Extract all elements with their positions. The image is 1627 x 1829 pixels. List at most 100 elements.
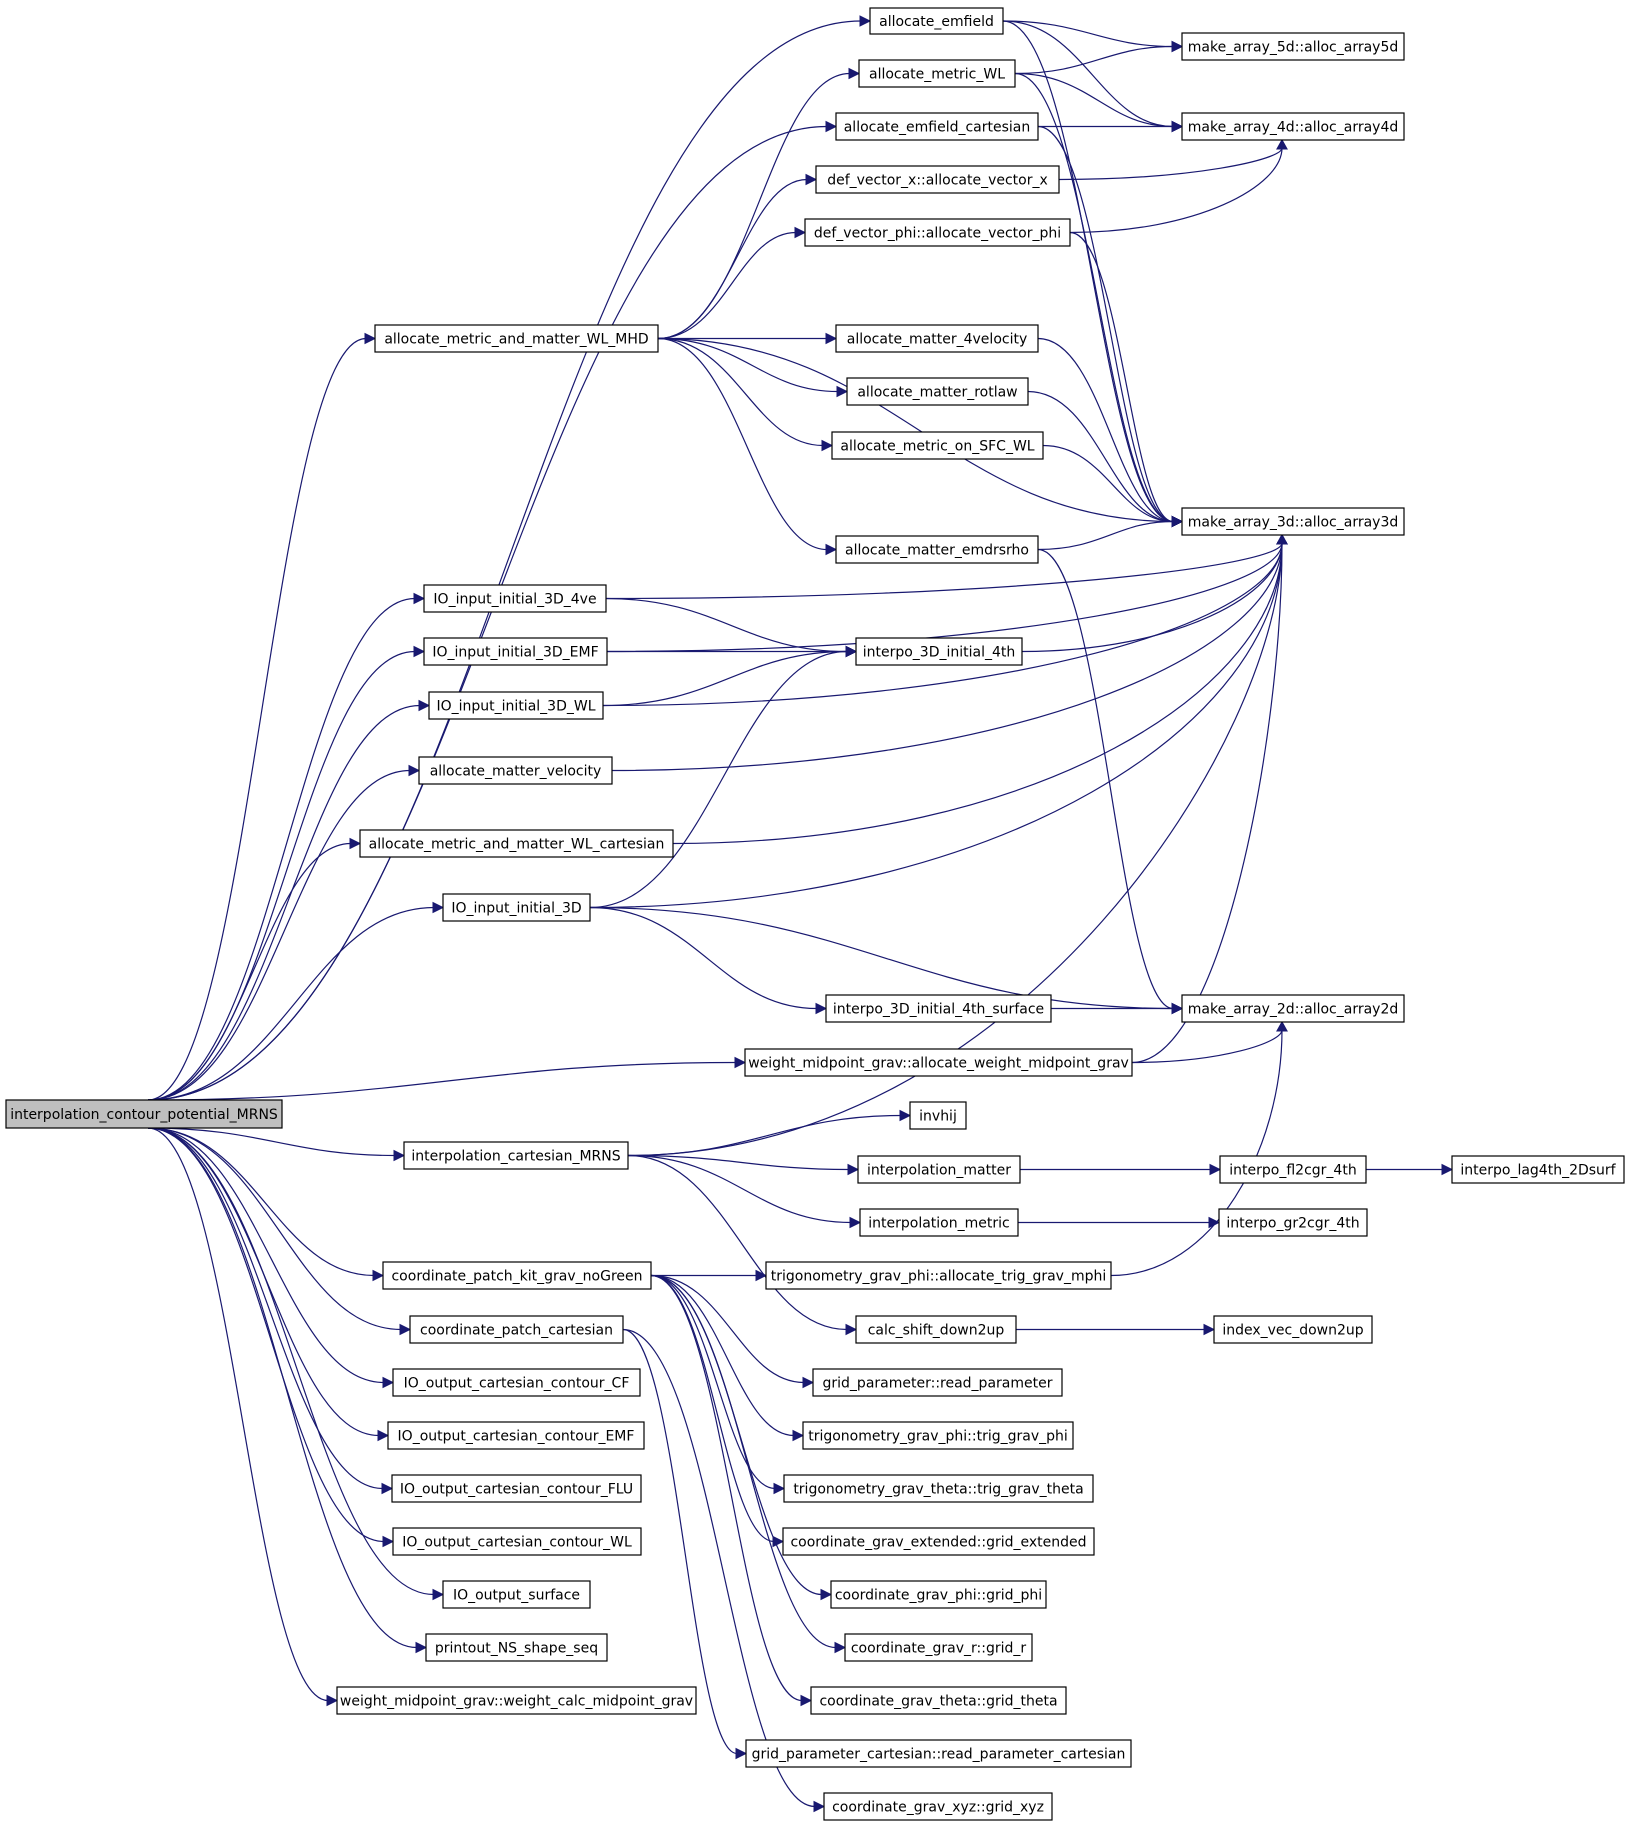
- node-alloc2d[interactable]: make_array_2d::alloc_array2d: [1181, 994, 1405, 1023]
- node-weight-alloc[interactable]: weight_midpoint_grav::allocate_weight_mi…: [744, 1048, 1133, 1077]
- call-edge: [1110, 1020, 1288, 1277]
- node-label: interpolation_metric: [868, 1216, 1009, 1232]
- node-alloc3d[interactable]: make_array_3d::alloc_array3d: [1181, 507, 1405, 536]
- call-nodes: interpolation_contour_potential_MRNS allo…: [5, 7, 1625, 1821]
- node-allocate-emfield-cartesian[interactable]: allocate_emfield_cartesian: [835, 112, 1039, 141]
- call-edge: [147, 1127, 445, 1601]
- node-interpolation-cartesian-mrns[interactable]: interpolation_cartesian_MRNS: [403, 1141, 629, 1170]
- node-root[interactable]: interpolation_contour_potential_MRNS: [5, 1099, 283, 1129]
- call-edge: [589, 645, 858, 909]
- arrow-head: [432, 901, 445, 914]
- arrow-head: [349, 837, 362, 850]
- call-edge: [657, 226, 807, 340]
- call-edge: [147, 332, 377, 1101]
- node-alloc4d[interactable]: make_array_4d::alloc_array4d: [1181, 112, 1405, 141]
- node-label: IO_output_cartesian_contour_WL: [402, 1535, 632, 1551]
- node-box: [745, 1739, 1132, 1768]
- call-edge: [147, 1127, 406, 1162]
- node-grid-extended[interactable]: coordinate_grav_extended::grid_extended: [782, 1527, 1095, 1556]
- node-box: [336, 1686, 697, 1715]
- node-box: [812, 1368, 1063, 1397]
- node-read-parameter-cartesian[interactable]: grid_parameter_cartesian::read_parameter…: [745, 1739, 1132, 1768]
- node-label: coordinate_patch_cartesian: [420, 1323, 613, 1339]
- node-io-input-initial-3d-wl[interactable]: IO_input_initial_3D_WL: [428, 691, 604, 720]
- node-interpolation-matter[interactable]: interpolation_matter: [857, 1155, 1021, 1184]
- node-allocate-metric-and-matter-wl-cartesian[interactable]: allocate_metric_and_matter_WL_cartesian: [359, 829, 674, 858]
- node-grid-phi[interactable]: coordinate_grav_phi::grid_phi: [830, 1580, 1047, 1609]
- node-label: IO_input_initial_3D: [451, 901, 581, 917]
- node-allocate-metric-on-sfc-wl[interactable]: allocate_metric_on_SFC_WL: [831, 431, 1044, 460]
- node-weight-calc[interactable]: weight_midpoint_grav::weight_calc_midpoi…: [336, 1686, 697, 1715]
- call-edge: [1016, 1323, 1216, 1336]
- node-grid-xyz[interactable]: coordinate_grav_xyz::grid_xyz: [823, 1792, 1053, 1821]
- node-interpo-lag4th-2dsurf[interactable]: interpo_lag4th_2Dsurf: [1451, 1155, 1625, 1184]
- node-index-vec-down2up[interactable]: index_vec_down2up: [1213, 1315, 1373, 1344]
- node-box: [425, 1633, 608, 1662]
- node-io-output-surface[interactable]: IO_output_surface: [442, 1580, 591, 1609]
- node-trig-grav-phi[interactable]: trigonometry_grav_phi::trig_grav_phi: [802, 1421, 1074, 1450]
- node-allocate-matter-velocity[interactable]: allocate_matter_velocity: [418, 756, 613, 785]
- node-label: allocate_emfield_cartesian: [844, 120, 1031, 136]
- node-grid-theta[interactable]: coordinate_grav_theta::grid_theta: [810, 1686, 1067, 1715]
- node-io-input-initial-3d[interactable]: IO_input_initial_3D: [442, 893, 591, 922]
- node-allocate-matter-rotlaw[interactable]: allocate_matter_rotlaw: [846, 377, 1029, 406]
- node-label: calc_shift_down2up: [868, 1323, 1005, 1339]
- call-edge: [657, 67, 861, 340]
- node-invhij[interactable]: invhij: [909, 1101, 967, 1130]
- node-box: [783, 1474, 1094, 1503]
- node-box: [844, 1633, 1033, 1662]
- node-io-input-initial-3d-4ve[interactable]: IO_input_initial_3D_4ve: [423, 584, 607, 613]
- node-allocate-matter-4velocity[interactable]: allocate_matter_4velocity: [835, 324, 1039, 353]
- node-box: [810, 1686, 1067, 1715]
- call-edge: [650, 1274, 785, 1548]
- node-alloc5d[interactable]: make_array_5d::alloc_array5d: [1181, 32, 1405, 61]
- node-trig-grav-theta[interactable]: trigonometry_grav_theta::trig_grav_theta: [783, 1474, 1094, 1503]
- node-interpo-3d-initial-4th[interactable]: interpo_3D_initial_4th: [855, 637, 1023, 666]
- arrow-head: [1171, 120, 1184, 133]
- node-label: def_vector_phi::allocate_vector_phi: [814, 226, 1061, 242]
- node-allocate-emfield[interactable]: allocate_emfield: [869, 7, 1004, 35]
- arrow-head: [1171, 40, 1184, 53]
- node-io-input-initial-3d-emf[interactable]: IO_input_initial_3D_EMF: [423, 637, 608, 666]
- call-edge: [1019, 1163, 1222, 1176]
- node-interpo-3d-initial-4th-surface[interactable]: interpo_3D_initial_4th_surface: [825, 994, 1052, 1023]
- node-io-output-cartesian-contour-cf[interactable]: IO_output_cartesian_contour_CF: [392, 1368, 641, 1397]
- node-allocate-metric-wl[interactable]: allocate_metric_WL: [858, 59, 1016, 88]
- node-box: [846, 377, 1029, 406]
- node-trig-alloc-mphi[interactable]: trigonometry_grav_phi::allocate_trig_gra…: [765, 1261, 1112, 1290]
- node-coordinate-patch-cartesian[interactable]: coordinate_patch_cartesian: [409, 1315, 624, 1344]
- node-interpolation-metric[interactable]: interpolation_metric: [859, 1208, 1019, 1237]
- arrow-head: [1209, 1163, 1222, 1176]
- node-label: allocate_matter_rotlaw: [857, 385, 1017, 401]
- node-interpo-fl2cgr-4th[interactable]: interpo_fl2cgr_4th: [1219, 1155, 1367, 1184]
- node-read-parameter[interactable]: grid_parameter::read_parameter: [812, 1368, 1063, 1397]
- node-label: coordinate_grav_phi::grid_phi: [835, 1588, 1042, 1604]
- node-label: IO_input_initial_3D_WL: [437, 699, 596, 715]
- node-allocate-matter-emdrsrho[interactable]: allocate_matter_emdrsrho: [835, 535, 1039, 564]
- call-edge: [606, 645, 858, 658]
- node-box: [1451, 1155, 1625, 1184]
- node-box: [835, 324, 1039, 353]
- node-label: printout_NS_shape_seq: [435, 1641, 598, 1657]
- node-io-output-cartesian-contour-wl[interactable]: IO_output_cartesian_contour_WL: [392, 1527, 642, 1556]
- node-coordinate-patch-kit-grav-nogreen[interactable]: coordinate_patch_kit_grav_noGreen: [382, 1261, 652, 1290]
- node-label: make_array_3d::alloc_array3d: [1188, 515, 1399, 531]
- node-interpo-gr2cgr-4th[interactable]: interpo_gr2cgr_4th: [1218, 1208, 1368, 1237]
- node-io-output-cartesian-contour-emf[interactable]: IO_output_cartesian_contour_EMF: [387, 1421, 645, 1450]
- node-printout-ns-shape-seq[interactable]: printout_NS_shape_seq: [425, 1633, 608, 1662]
- node-box: [409, 1315, 624, 1344]
- node-label: IO_output_cartesian_contour_FLU: [400, 1482, 633, 1498]
- node-def-vector-phi[interactable]: def_vector_phi::allocate_vector_phi: [804, 218, 1071, 247]
- node-grid-r[interactable]: coordinate_grav_r::grid_r: [844, 1633, 1033, 1662]
- node-label: IO_output_cartesian_contour_CF: [404, 1376, 630, 1392]
- arrow-head: [381, 1482, 394, 1495]
- node-io-output-cartesian-contour-flu[interactable]: IO_output_cartesian_contour_FLU: [391, 1474, 642, 1503]
- arrow-head: [800, 1694, 813, 1707]
- node-def-vector-x[interactable]: def_vector_x::allocate_vector_x: [815, 165, 1060, 194]
- node-box: [835, 112, 1039, 141]
- node-label: index_vec_down2up: [1222, 1323, 1363, 1339]
- node-calc-shift-down2up[interactable]: calc_shift_down2up: [855, 1315, 1017, 1344]
- call-edge: [589, 906, 828, 1015]
- node-allocate-metric-and-matter-wl-mhd[interactable]: allocate_metric_and_matter_WL_MHD: [374, 324, 659, 353]
